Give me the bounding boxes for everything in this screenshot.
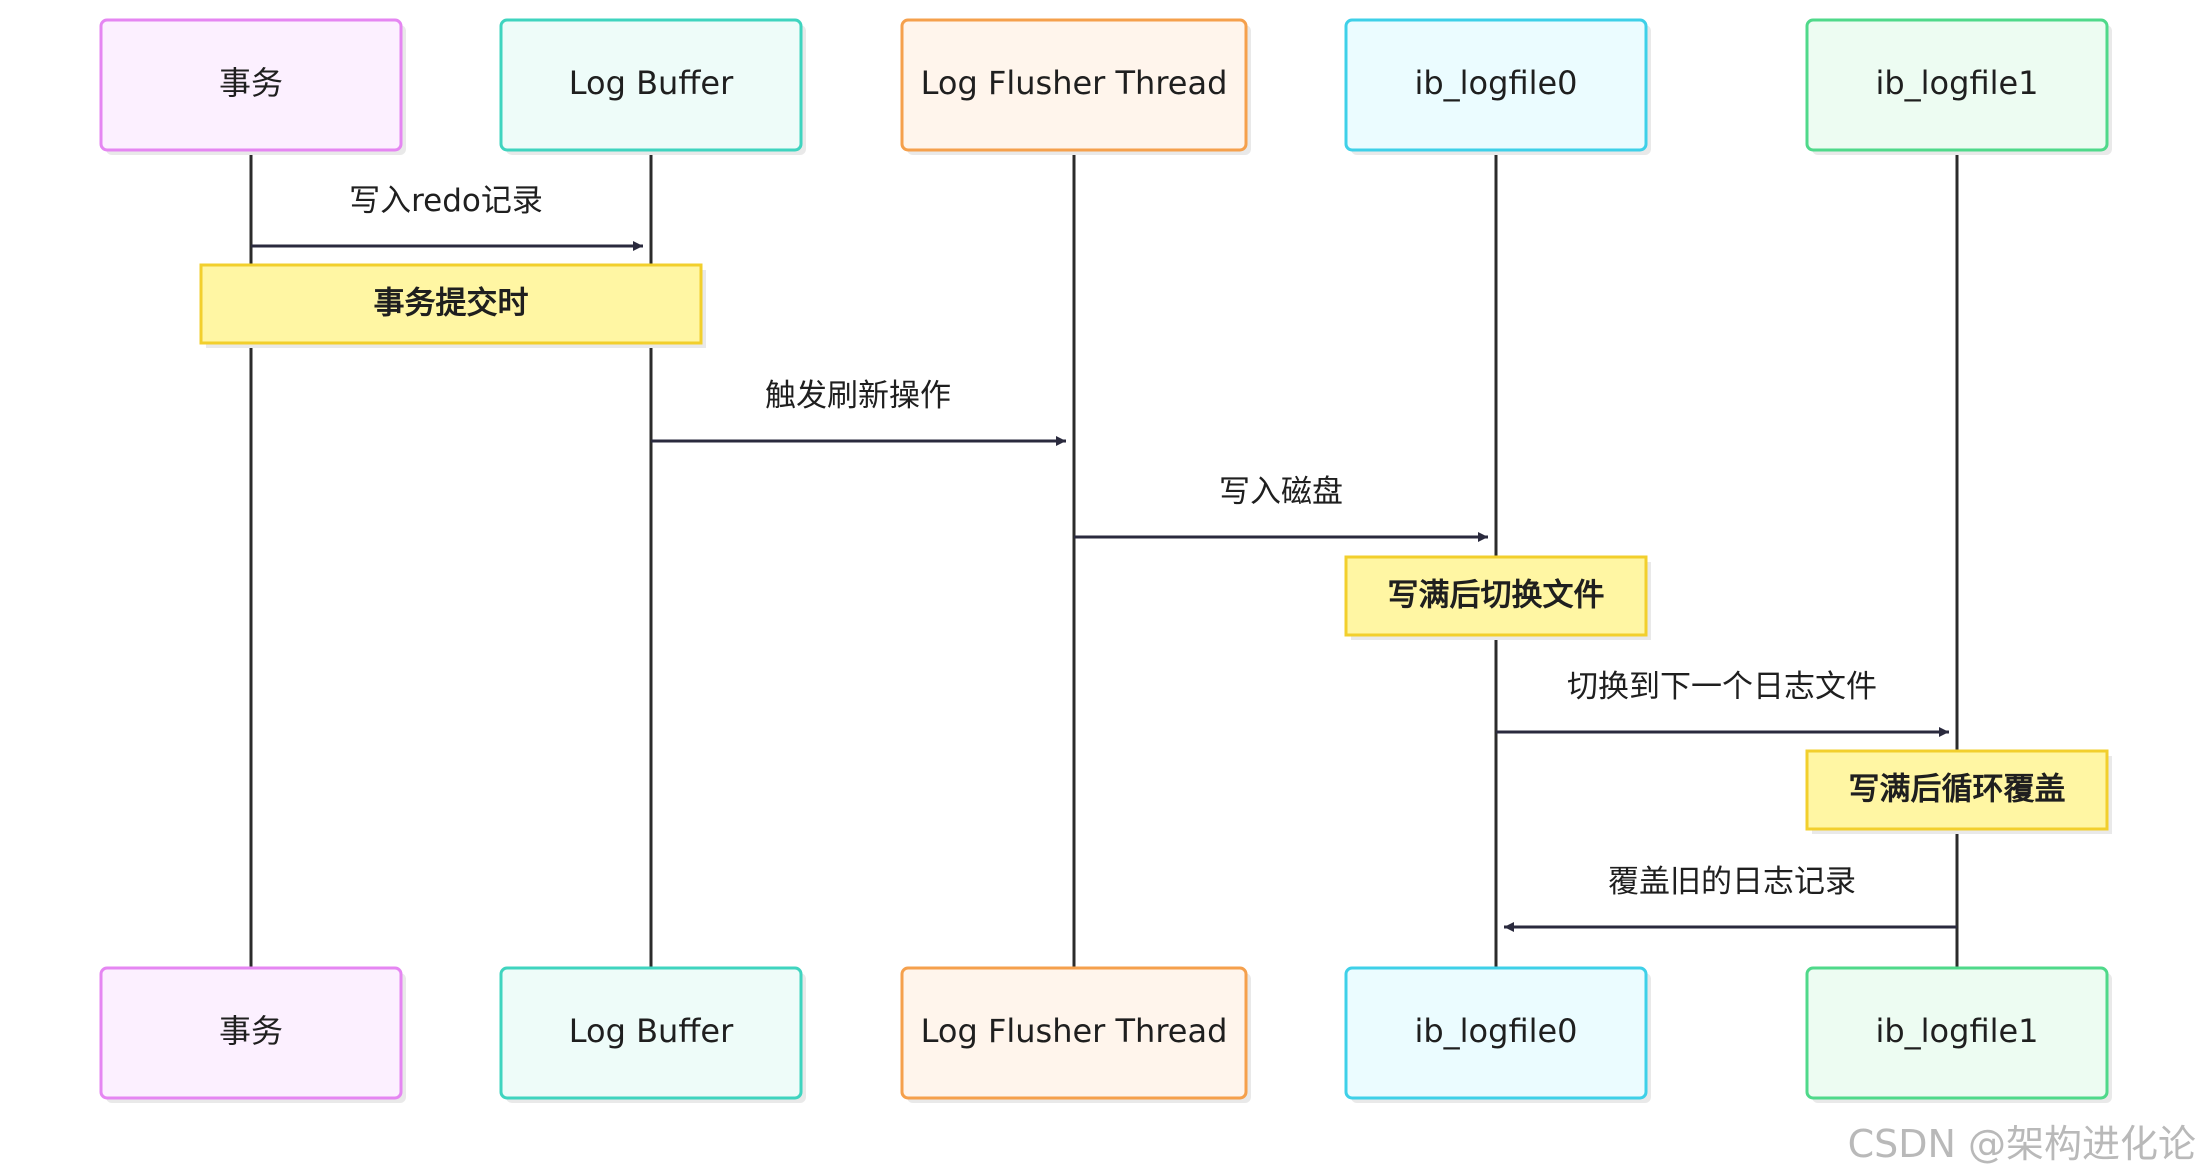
actor-box-logbuffer-top: Log Buffer (499, 18, 806, 155)
message-label: 写入磁盘 (1219, 474, 1343, 510)
message-label: 切换到下一个日志文件 (1567, 669, 1877, 705)
actor-box (1805, 18, 2109, 152)
actor-box-flusher-bottom: Log Flusher Thread (900, 966, 1251, 1103)
actor-box-flusher-top: Log Flusher Thread (900, 18, 1251, 155)
actor-label: Log Flusher Thread (921, 64, 1228, 102)
actor-box-logfile1-bottom: ib_logfile1 (1805, 966, 2112, 1103)
actor-box-tx-top: 事务 (99, 18, 406, 155)
note-box (1344, 555, 1648, 637)
actor-box-logbuffer-bottom: Log Buffer (499, 966, 806, 1103)
actor-label: Log Buffer (569, 64, 734, 102)
message-label: 写入redo记录 (349, 183, 543, 219)
note-circular-overwrite: 写满后循环覆盖 (1805, 749, 2112, 834)
actor-label: ib_logfile1 (1875, 1012, 2038, 1050)
note-label: 写满后切换文件 (1388, 578, 1605, 614)
messages: 写入redo记录 触发刷新操作 写入磁盘 切换到下一个日志文件 覆盖旧的日志记录 (251, 183, 1957, 932)
actor-box-logfile0-bottom: ib_logfile0 (1344, 966, 1651, 1103)
note-box (1805, 749, 2109, 831)
actor-box (499, 966, 803, 1100)
message-5: 覆盖旧的日志记录 (1504, 864, 1957, 932)
actors-top: 事务 Log Buffer Log Flusher Thread ib_logf… (99, 18, 2112, 155)
actor-label: ib_logfile0 (1414, 64, 1577, 102)
note-label: 写满后循环覆盖 (1849, 772, 2066, 808)
notes: 事务提交时 写满后切换文件 写满后循环覆盖 (199, 263, 2112, 834)
actor-box-logfile0-top: ib_logfile0 (1344, 18, 1651, 155)
actor-box (1344, 18, 1648, 152)
note-switch-file: 写满后切换文件 (1344, 555, 1651, 640)
message-label: 覆盖旧的日志记录 (1608, 864, 1856, 900)
message-1: 写入redo记录 (251, 183, 643, 251)
actor-label: Log Buffer (569, 1012, 734, 1050)
actor-box (99, 18, 403, 152)
actor-box (900, 18, 1248, 152)
actor-box (900, 966, 1248, 1100)
watermark: CSDN @架构进化论 (1848, 1122, 2196, 1166)
actor-box (1344, 966, 1648, 1100)
note-commit: 事务提交时 (199, 263, 706, 348)
actor-label: ib_logfile1 (1875, 64, 2038, 102)
note-label: 事务提交时 (374, 286, 529, 322)
actor-box (499, 18, 803, 152)
actor-box-tx-bottom: 事务 (99, 966, 406, 1103)
actor-label: 事务 (219, 1012, 283, 1050)
actor-box-logfile1-top: ib_logfile1 (1805, 18, 2112, 155)
actors-bottom: 事务 Log Buffer Log Flusher Thread ib_logf… (99, 966, 2112, 1103)
message-4: 切换到下一个日志文件 (1496, 669, 1949, 737)
message-3: 写入磁盘 (1074, 474, 1488, 542)
actor-label: ib_logfile0 (1414, 1012, 1577, 1050)
message-label: 触发刷新操作 (765, 378, 951, 414)
message-2: 触发刷新操作 (651, 378, 1066, 446)
actor-box (99, 966, 403, 1100)
actor-box (1805, 966, 2109, 1100)
actor-label: Log Flusher Thread (921, 1012, 1228, 1050)
note-box (199, 263, 703, 345)
actor-label: 事务 (219, 64, 283, 102)
